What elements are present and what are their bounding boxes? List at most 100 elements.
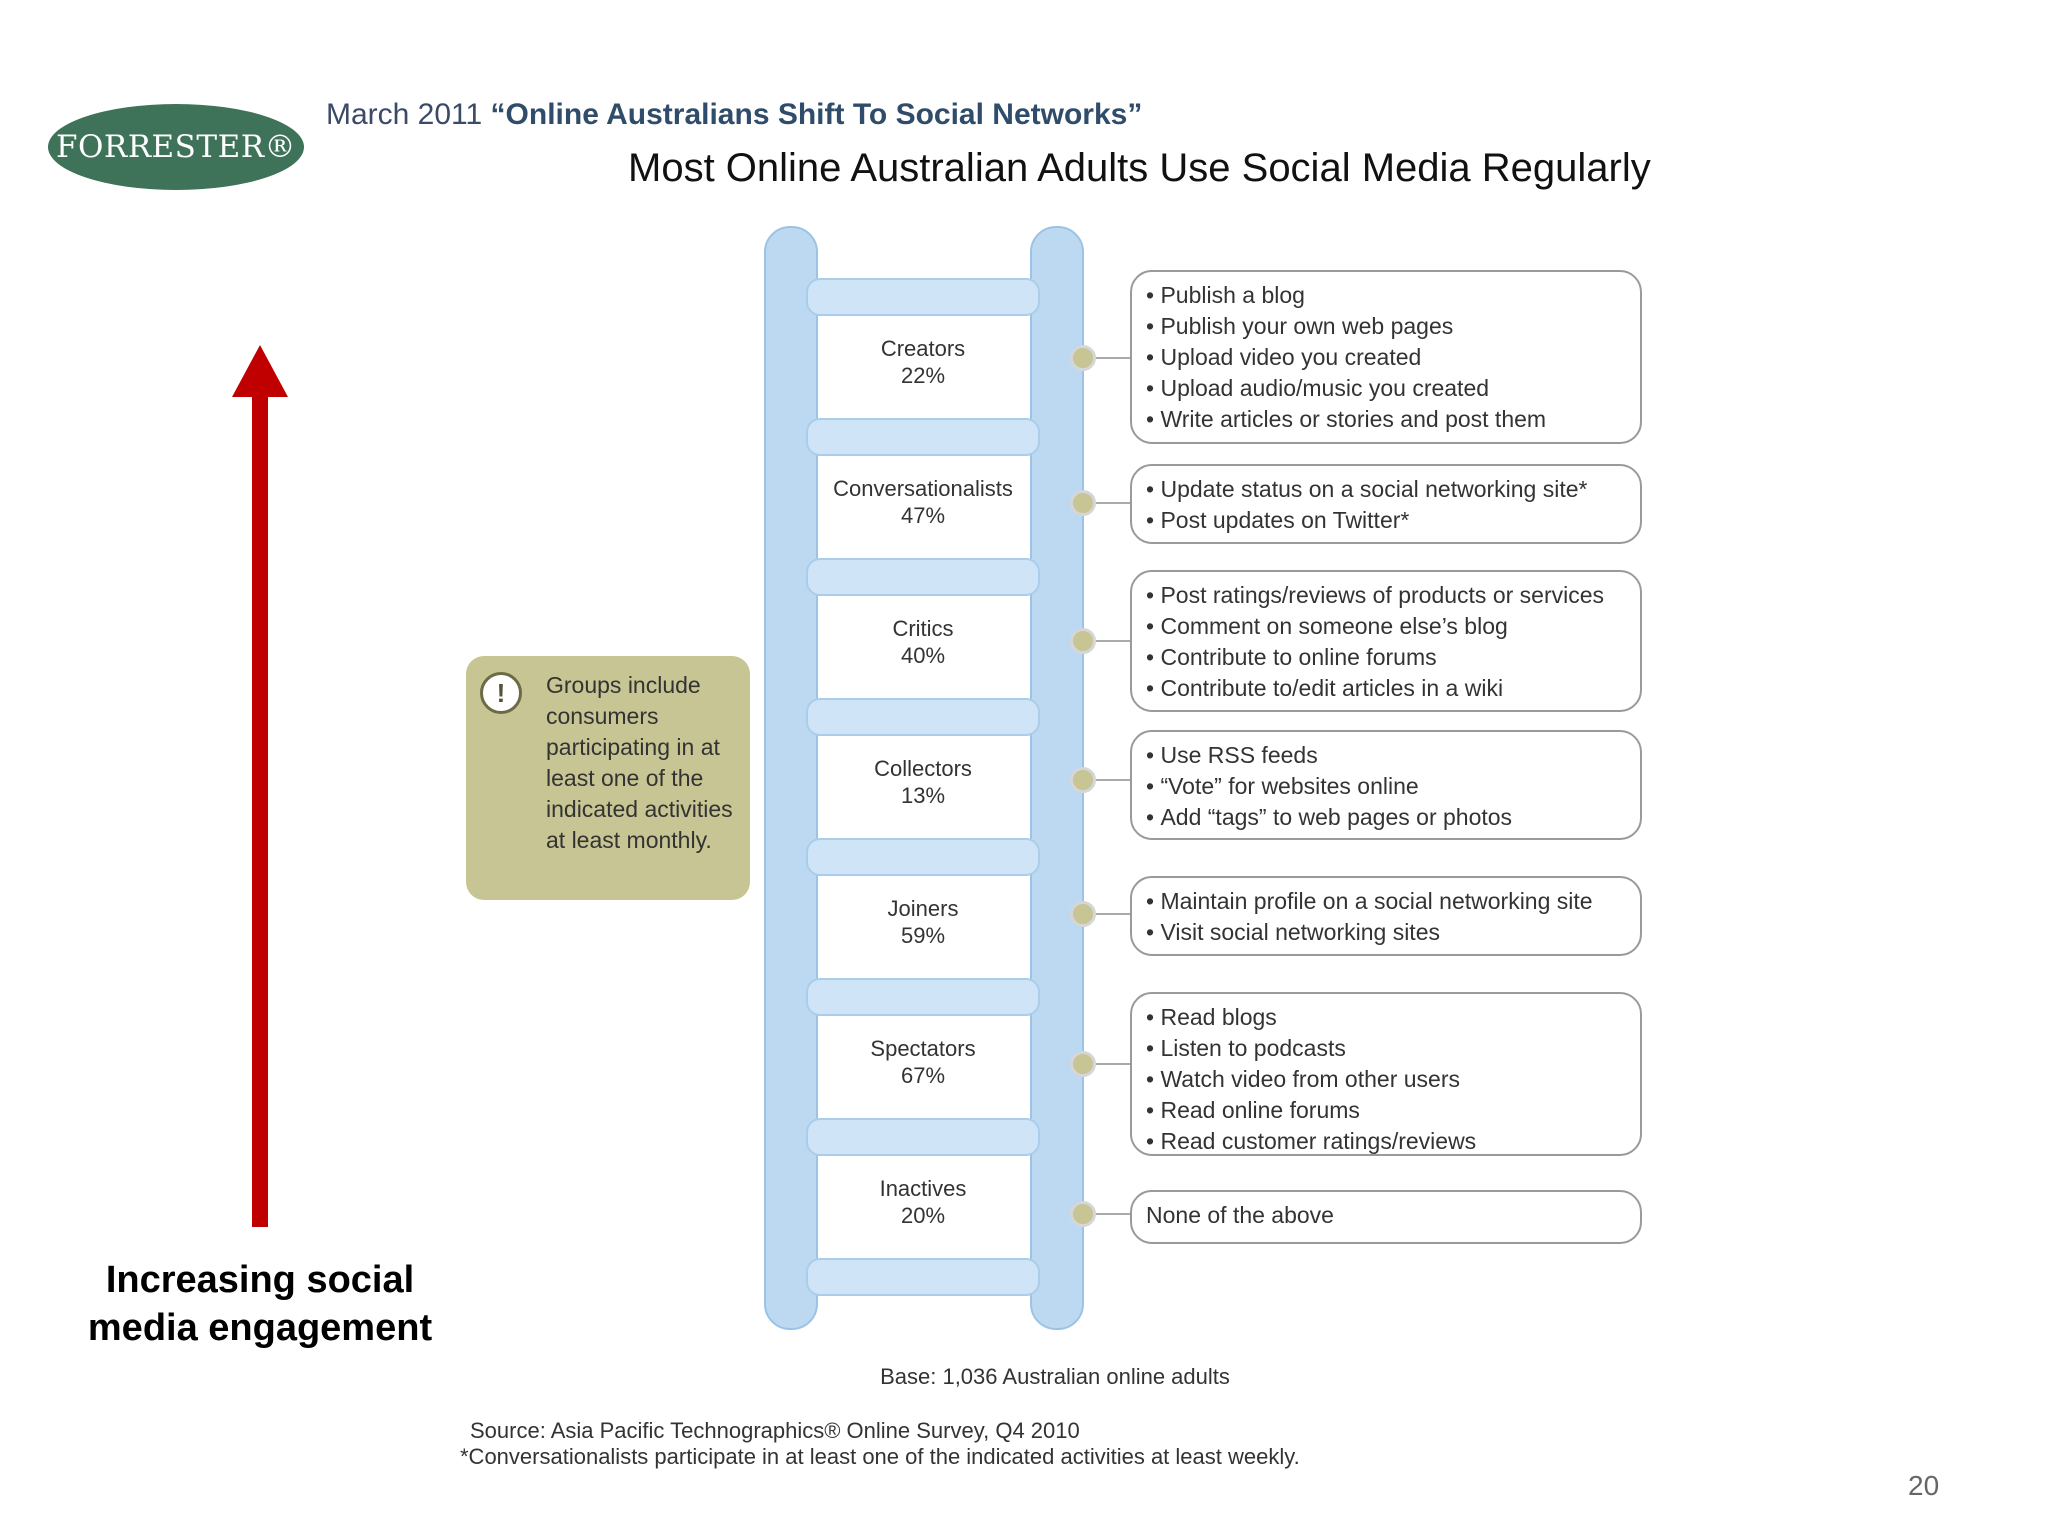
connector-line xyxy=(1096,913,1130,915)
activity-item: Contribute to online forums xyxy=(1146,642,1626,673)
engagement-label-line2: media engagement xyxy=(87,1307,433,1349)
activity-item: Read blogs xyxy=(1146,1002,1626,1033)
group-name: Spectators xyxy=(870,1036,976,1061)
connector xyxy=(1070,1201,1130,1231)
group-critics: Critics 40% xyxy=(820,615,1026,669)
engagement-label: Increasing social media engagement xyxy=(60,1256,460,1352)
activity-item: Update status on a social networking sit… xyxy=(1146,474,1626,505)
ladder-rung xyxy=(806,418,1040,456)
activity-item: Add “tags” to web pages or photos xyxy=(1146,802,1626,833)
note-text: Groups include consumers participating i… xyxy=(546,672,733,853)
group-name: Conversationalists xyxy=(833,476,1013,501)
report-title: “Online Australians Shift To Social Netw… xyxy=(490,98,1143,131)
activity-box-conversationalists: Update status on a social networking sit… xyxy=(1130,464,1642,544)
ladder-rung xyxy=(806,978,1040,1016)
ladder-rung xyxy=(806,698,1040,736)
source-note: Source: Asia Pacific Technographics® Onl… xyxy=(470,1418,1080,1443)
group-name: Joiners xyxy=(887,896,959,921)
activity-box-critics: Post ratings/reviews of products or serv… xyxy=(1130,570,1642,712)
connector xyxy=(1070,628,1130,658)
group-spectators: Spectators 67% xyxy=(820,1035,1026,1089)
activity-item: Visit social networking sites xyxy=(1146,917,1626,948)
activity-item: Maintain profile on a social networking … xyxy=(1146,886,1626,917)
exclamation-glyph: ! xyxy=(496,677,506,708)
activity-item: Read online forums xyxy=(1146,1095,1626,1126)
group-percent: 59% xyxy=(900,923,946,948)
exclamation-icon: ! xyxy=(480,672,522,714)
arrow-head xyxy=(232,345,288,397)
ladder-rung xyxy=(806,1258,1040,1296)
report-header: March 2011 “Online Australians Shift To … xyxy=(326,98,1142,132)
activity-item: Watch video from other users xyxy=(1146,1064,1626,1095)
group-collectors: Collectors 13% xyxy=(820,755,1026,809)
connector xyxy=(1070,767,1130,797)
group-name: Collectors xyxy=(874,756,972,781)
group-percent: 13% xyxy=(900,783,946,808)
page-number: 20 xyxy=(1908,1470,1940,1501)
activity-item: Publish your own web pages xyxy=(1146,311,1626,342)
activity-box-collectors: Use RSS feeds “Vote” for websites online… xyxy=(1130,730,1642,840)
group-name: Inactives xyxy=(879,1176,967,1201)
activity-item: “Vote” for websites online xyxy=(1146,771,1626,802)
group-inactives: Inactives 20% xyxy=(820,1175,1026,1229)
group-joiners: Joiners 59% xyxy=(820,895,1026,949)
group-percent: 20% xyxy=(900,1203,946,1228)
activity-item: Upload video you created xyxy=(1146,342,1626,373)
connector-dot xyxy=(1070,1201,1096,1227)
group-percent: 40% xyxy=(900,643,946,668)
arrow-shaft xyxy=(252,395,268,1227)
activity-box-creators: Publish a blog Publish your own web page… xyxy=(1130,270,1642,444)
connector-dot xyxy=(1070,901,1096,927)
ladder-rung xyxy=(806,278,1040,316)
group-percent: 67% xyxy=(900,1063,946,1088)
forrester-logo: FORRESTER® xyxy=(48,104,304,190)
connector-dot xyxy=(1070,628,1096,654)
group-percent: 22% xyxy=(900,363,946,388)
activity-item: Post ratings/reviews of products or serv… xyxy=(1146,580,1626,611)
report-date: March 2011 xyxy=(326,98,483,131)
ladder-rung xyxy=(806,838,1040,876)
activity-item: Upload audio/music you created xyxy=(1146,373,1626,404)
footnote: *Conversationalists participate in at le… xyxy=(460,1444,1300,1469)
activity-item: Read customer ratings/reviews xyxy=(1146,1126,1626,1157)
connector-line xyxy=(1096,357,1130,359)
ladder-rung xyxy=(806,558,1040,596)
connector-dot xyxy=(1070,345,1096,371)
activity-item: Write articles or stories and post them xyxy=(1146,404,1626,435)
activity-item: None of the above xyxy=(1146,1202,1334,1228)
connector xyxy=(1070,901,1130,931)
activity-box-spectators: Read blogs Listen to podcasts Watch vide… xyxy=(1130,992,1642,1156)
activity-item: Publish a blog xyxy=(1146,280,1626,311)
logo-oval: FORRESTER® xyxy=(48,104,304,190)
connector xyxy=(1070,345,1130,375)
group-name: Creators xyxy=(880,336,966,361)
connector-dot xyxy=(1070,1051,1096,1077)
activity-item: Listen to podcasts xyxy=(1146,1033,1626,1064)
connector xyxy=(1070,1051,1130,1081)
up-arrow-icon xyxy=(232,345,288,1227)
activity-item: Use RSS feeds xyxy=(1146,740,1626,771)
activity-item: Post updates on Twitter* xyxy=(1146,505,1626,536)
ladder-left-rail xyxy=(764,226,818,1330)
note-callout: ! Groups include consumers participating… xyxy=(466,656,750,900)
slide-title: Most Online Australian Adults Use Social… xyxy=(628,146,1651,190)
activity-box-joiners: Maintain profile on a social networking … xyxy=(1130,876,1642,956)
connector-line xyxy=(1096,1213,1130,1215)
connector-line xyxy=(1096,640,1130,642)
group-percent: 47% xyxy=(900,503,946,528)
connector-line xyxy=(1096,502,1130,504)
base-note: Base: 1,036 Australian online adults xyxy=(880,1364,1230,1389)
group-conversationalists: Conversationalists 47% xyxy=(820,475,1026,529)
connector-dot xyxy=(1070,767,1096,793)
logo-text: FORRESTER® xyxy=(55,129,297,165)
group-creators: Creators 22% xyxy=(820,335,1026,389)
connector-line xyxy=(1096,779,1130,781)
group-name: Critics xyxy=(892,616,954,641)
activity-box-inactives: None of the above xyxy=(1130,1190,1642,1244)
connector-dot xyxy=(1070,490,1096,516)
activity-item: Comment on someone else’s blog xyxy=(1146,611,1626,642)
connector-line xyxy=(1096,1063,1130,1065)
engagement-label-line1: Increasing social xyxy=(105,1259,415,1301)
activity-item: Contribute to/edit articles in a wiki xyxy=(1146,673,1626,704)
connector xyxy=(1070,490,1130,520)
